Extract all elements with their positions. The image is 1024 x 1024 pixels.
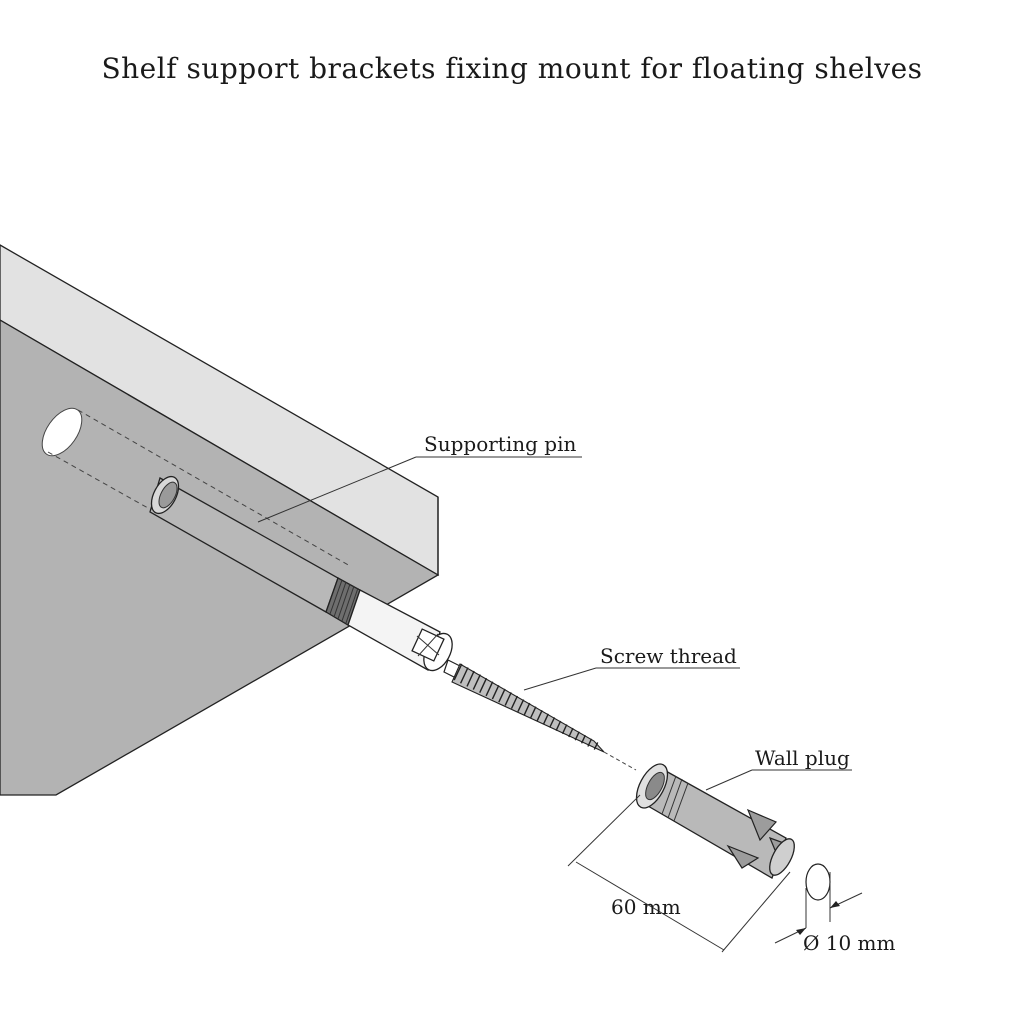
- hidden-hole-outline: [41, 407, 351, 611]
- label-wall-plug: Wall plug: [755, 746, 850, 770]
- thread-coil: [510, 695, 519, 709]
- thread-coil: [466, 670, 475, 687]
- page-title: Shelf support brackets fixing mount for …: [101, 52, 923, 85]
- thread-coil: [555, 720, 562, 731]
- hex-socket: [347, 589, 463, 680]
- thread-coil: [472, 674, 481, 690]
- thread-coil: [453, 663, 463, 681]
- thread-coil: [549, 717, 556, 728]
- thread-coil: [517, 699, 525, 712]
- thread-coil: [574, 731, 580, 741]
- plug-fin: [726, 844, 760, 869]
- hidden-hole-end: [41, 407, 83, 457]
- axis-line: [603, 751, 637, 771]
- thread-coil: [542, 713, 549, 725]
- plug-fin: [746, 808, 778, 842]
- label-diameter: Ø 10 mm: [803, 931, 896, 955]
- diameter-ellipse: [805, 863, 831, 901]
- thread-coil: [498, 688, 506, 703]
- leader-screw-thread: [523, 667, 597, 691]
- wall-plug: [635, 763, 795, 879]
- thread-coil: [479, 677, 488, 693]
- thread-coil: [593, 742, 599, 750]
- screw-thread: [451, 663, 605, 753]
- thread-coil: [568, 727, 574, 738]
- thread-coil: [580, 734, 586, 744]
- leader-wall-plug: [705, 769, 753, 791]
- length-dimension: [567, 794, 791, 953]
- leader-supporting-pin: [257, 456, 417, 523]
- label-screw-thread: Screw thread: [600, 644, 737, 668]
- thread-coil: [561, 724, 568, 735]
- thread-coil: [459, 667, 469, 684]
- thread-coil: [536, 710, 543, 722]
- thread-coil: [587, 738, 593, 747]
- thread-coil: [529, 706, 537, 719]
- thread-coil: [504, 692, 512, 706]
- diameter-dimension: [774, 863, 863, 944]
- leader-lines: [257, 456, 852, 791]
- label-supporting-pin: Supporting pin: [424, 432, 576, 456]
- thread-coil: [523, 702, 531, 716]
- thread-coil: [491, 685, 500, 700]
- thread-coil: [485, 681, 494, 697]
- shelf-front-face: [0, 319, 440, 796]
- label-length: 60 mm: [611, 895, 681, 919]
